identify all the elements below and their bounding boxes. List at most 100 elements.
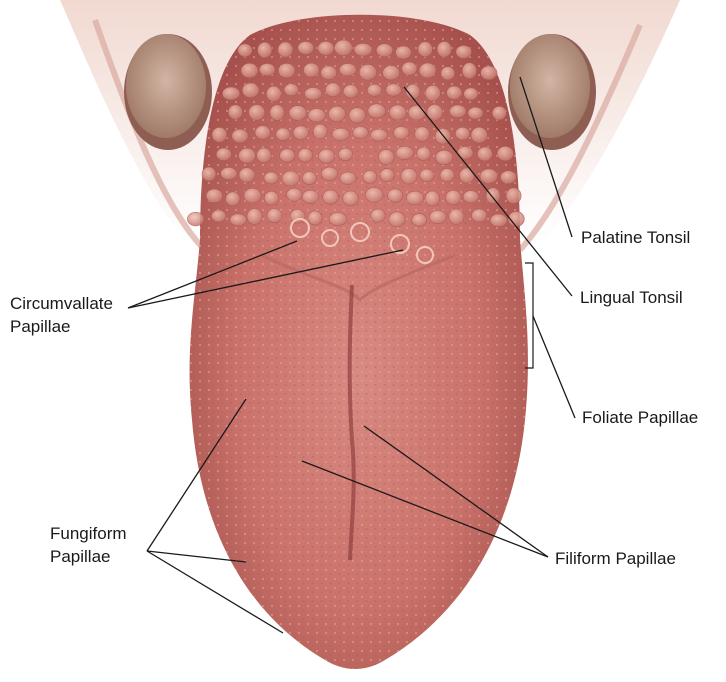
lingual-tonsil-bump [221,167,237,179]
lingual-tonsil-bump [449,209,464,225]
lingual-tonsil-bump [365,187,383,202]
lingual-tonsil-bump [340,172,356,185]
lingual-tonsil-bump [282,171,299,186]
lingual-tonsil-bump [302,172,316,185]
lingual-tonsil-bump [232,129,248,143]
lingual-tonsil-bump [455,127,469,140]
lingual-tonsil-bump [417,147,431,160]
lingual-tonsil-bump [202,167,216,181]
lingual-tonsil-bump [257,148,272,163]
lingual-tonsil-bump [278,42,293,57]
lingual-tonsil-bump [323,190,339,204]
lingual-tonsil-bump [492,106,506,120]
lingual-tonsil-bump [258,42,272,58]
lingual-tonsil-bump [259,63,275,75]
lingual-tonsil-bump [318,41,334,55]
lingual-tonsil-bump [289,106,307,121]
lingual-tonsil-bump [370,129,387,141]
lingual-tonsil-bump [290,209,305,223]
lingual-tonsil-bump [371,209,386,222]
lingual-tonsil-bump [383,66,400,81]
lingual-tonsil-bump [378,149,394,164]
lingual-tonsil-bump [408,105,426,120]
lingual-tonsil-bump [449,105,466,118]
lingual-tonsil-bump [335,40,353,56]
lingual-tonsil-bump [388,189,403,203]
lingual-tonsil-bump [437,41,451,57]
lingual-tonsil-bump [420,169,434,182]
lingual-tonsil-bump [267,209,282,223]
lingual-tonsil-bump [313,124,327,139]
lingual-tonsil-bump [463,191,479,203]
lingual-tonsil-bump [389,105,406,120]
label-filiform-papillae: Filiform Papillae [555,547,676,570]
lingual-tonsil-text: Lingual Tonsil [580,286,683,309]
lingual-tonsil-bump [368,104,386,118]
lingual-tonsil-bump [380,169,394,182]
lingual-tonsil-bump [321,66,337,80]
circumvallate-line2: Papillae [10,315,113,338]
lingual-tonsil-bump [303,63,319,77]
lingual-tonsil-bump [278,63,295,78]
label-palatine-tonsil: Palatine Tonsil [581,226,690,249]
lingual-tonsil-bump [406,191,423,205]
lingual-tonsil-bump [412,214,427,227]
lingual-tonsil-bump [302,190,319,203]
lingual-tonsil-bump [228,105,242,119]
lingual-tonsil-bump [459,168,474,183]
lingual-tonsil-bump [308,211,322,225]
lingual-tonsil-bump [376,44,393,57]
lingual-tonsil-bump [255,126,270,140]
lingual-tonsil-bump [486,188,500,204]
lingual-tonsil-bump [321,167,338,180]
lingual-tonsil-bump [329,212,347,225]
lingual-tonsil-bump [242,83,259,98]
lingual-tonsil-bump [490,214,507,227]
lingual-tonsil-bump [298,41,314,54]
lingual-tonsil-bump [500,171,516,184]
lingual-tonsil-bump [419,63,436,78]
lingual-tonsil-bump [266,86,281,101]
lingual-tonsil-bump [471,127,487,143]
lingual-tonsil-bump [332,128,350,140]
lingual-tonsil-bump [497,146,513,161]
lingual-tonsil-bump [359,64,376,80]
lingual-tonsil-bump [287,188,303,201]
lingual-tonsil-bump [363,171,377,184]
lingual-tonsil-bump [418,42,433,57]
lingual-tonsil-bump [415,127,430,142]
lingual-tonsil-bump [440,168,454,181]
lingual-tonsil-bump [264,172,279,184]
lingual-tonsil-bump [425,85,440,101]
lingual-tonsil-bump [353,127,369,139]
lingual-tonsil-bump [319,149,335,163]
lingual-tonsil-bump [343,191,359,206]
circumvallate-line1: Circumvallate [10,292,113,315]
label-foliate-papillae: Foliate Papillae [582,406,698,429]
lingual-tonsil-bump [349,108,366,123]
lingual-tonsil-bump [506,188,521,204]
lingual-tonsil-bump [280,149,295,162]
lingual-tonsil-bump [468,107,483,119]
lingual-tonsil-bump [367,84,382,96]
lingual-tonsil-bump [298,149,312,163]
lingual-tonsil-bump [343,85,358,98]
lingual-tonsil-bump [402,62,417,75]
lingual-tonsil-bump [386,84,402,96]
lingual-tonsil-bump [338,148,352,161]
leader-foliate [533,316,575,418]
lingual-tonsil-bump [481,66,497,80]
lingual-tonsil-bump [249,105,265,121]
lingual-tonsil-bump [456,45,472,58]
lingual-tonsil-bump [328,106,345,122]
lingual-tonsil-bump [212,127,227,142]
filiform-papillae-text: Filiform Papillae [555,547,676,570]
label-lingual-tonsil: Lingual Tonsil [580,286,683,309]
palatine-tonsil-text: Palatine Tonsil [581,226,690,249]
lingual-tonsil-bump [472,209,487,222]
lingual-tonsil-bump [477,147,492,161]
lingual-tonsil-bump [436,150,453,164]
lingual-tonsil-bump [396,46,412,59]
lingual-tonsil-bump [211,210,226,222]
